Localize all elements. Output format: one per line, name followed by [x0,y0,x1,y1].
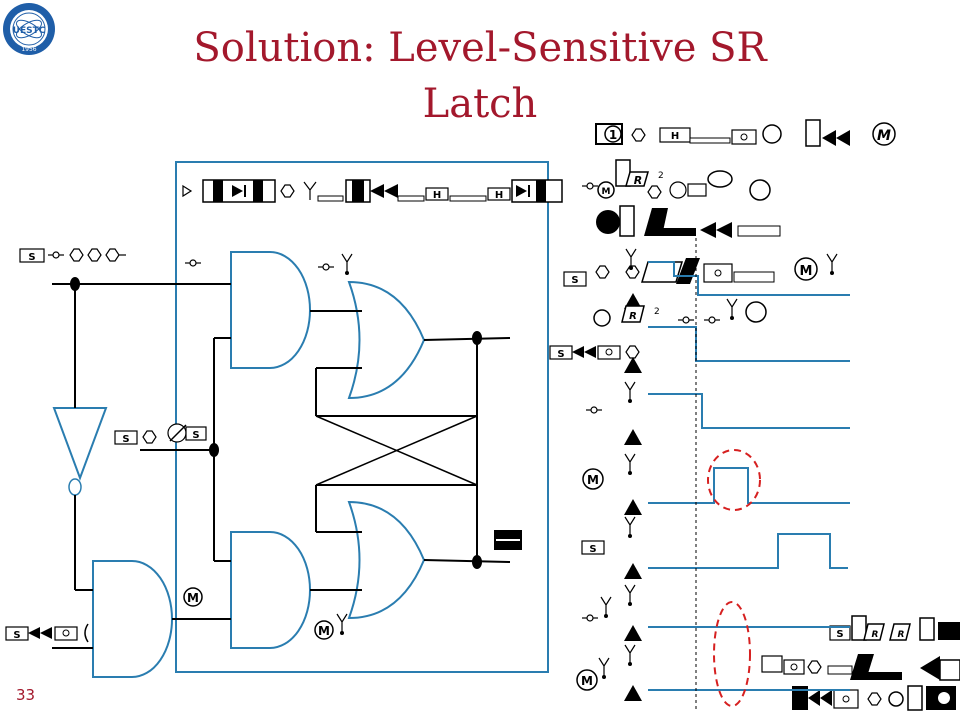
r-input-symbol: S [5,623,89,643]
svg-text:S: S [571,275,578,286]
lower-or-gate [347,500,426,620]
sig-marker-4: M [576,669,598,691]
svg-text:M: M [800,264,813,279]
slide-title-line1: Solution: Level-Sensitive SR [193,25,767,71]
svg-text:M: M [877,128,891,144]
lower-and-gate [230,531,311,649]
svg-text:S: S [589,544,596,555]
waveform-3 [648,393,850,429]
page-number: 33 [16,686,36,704]
circuit-wires [52,283,511,649]
svg-text:R: R [872,630,879,640]
upper-or-gate [347,280,426,400]
upper-and-gate [230,251,311,369]
timing-waveforms [648,261,850,691]
svg-text:M: M [318,624,330,638]
svg-text:M: M [581,674,593,688]
svg-text:H: H [671,131,679,142]
latch-enclosure [175,161,549,673]
svg-text:M: M [587,473,599,487]
s-input-label: S [28,252,35,263]
clk-input-tail-label: S [192,430,199,441]
lower-and-marker: M [314,620,334,640]
highlight-ellipse-2 [713,601,751,707]
svg-text:S: S [557,349,564,360]
wire-junctions [70,277,482,569]
university-seal-icon: UESTC 1956 [3,3,55,55]
svg-text:R: R [898,630,905,640]
logo-text: UESTC [13,26,46,36]
svg-text:1: 1 [609,128,617,142]
waveform-4 [648,467,850,504]
waveform-1 [648,261,850,296]
clk-input-label: S [122,434,129,445]
inverter [52,407,108,481]
highlight-ellipse-1 [707,449,761,511]
svg-text:M: M [602,187,611,197]
upper-and-marker: M [183,587,203,607]
svg-text:2: 2 [654,307,660,317]
input-and-gate [92,560,173,678]
svg-text:H: H [433,190,441,201]
waveform-2 [648,326,850,362]
svg-text:2: 2 [658,171,664,181]
svg-text:H: H [495,190,503,201]
svg-text:S: S [836,629,843,640]
waveform-5 [648,533,848,569]
latch-header-strip: H H [182,179,563,203]
timing-symbols: 1 H M M R 2 [549,119,960,711]
sig-marker-3: S [581,540,605,555]
svg-text:R: R [629,311,637,322]
r-input-label: S [13,630,20,641]
sig-marker-1: M [582,468,604,490]
svg-text:R: R [634,174,642,187]
svg-text:M: M [187,591,199,605]
clk-input-symbol: S S [114,423,207,445]
logo-year: 1956 [21,46,36,53]
inverter-bubble [68,478,82,496]
slide-title-line2: Latch [422,81,538,127]
output-block-icon [494,530,522,550]
s-input-symbol: S [19,248,126,263]
